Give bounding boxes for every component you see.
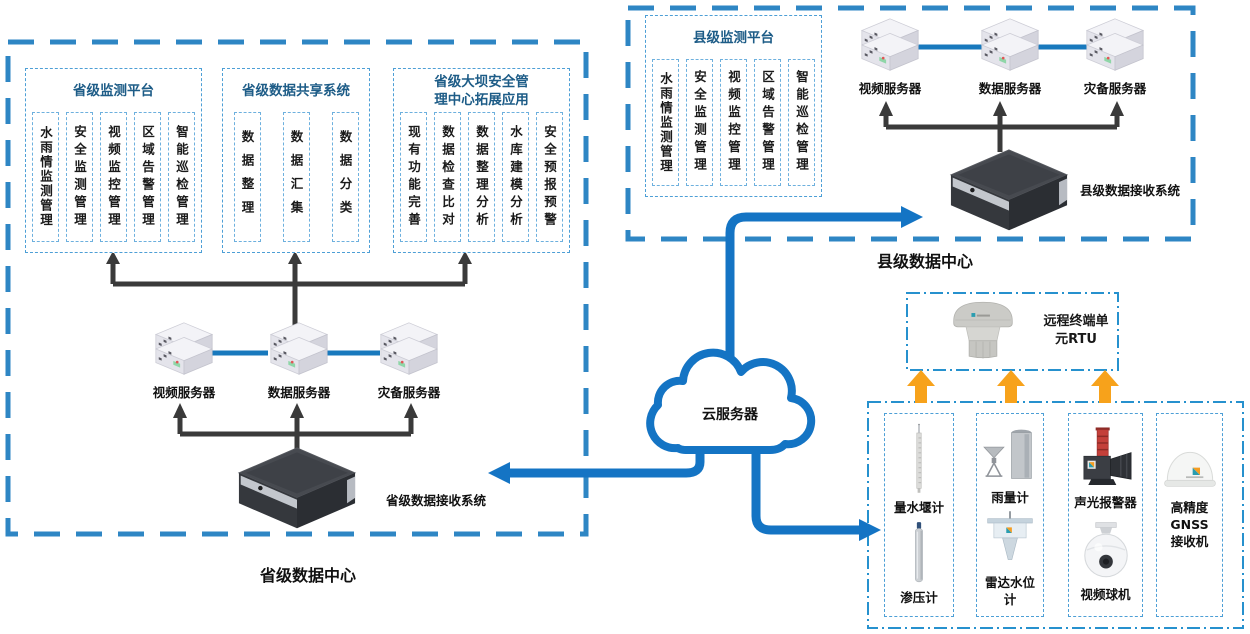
architecture-diagram: 省级监测平台 水雨情监测管理 安全监测管理 视频监控管理 区域告警管理 智能巡检… [5, 5, 1244, 629]
diagram-connectors [5, 5, 1244, 629]
